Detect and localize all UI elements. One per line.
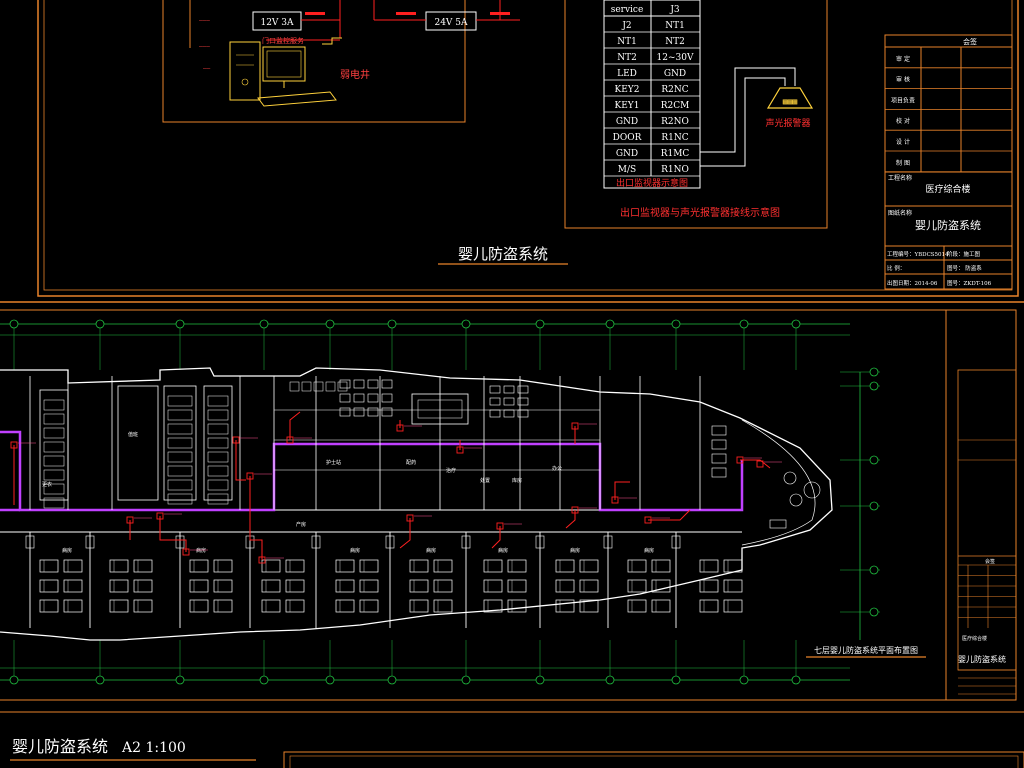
building-outline — [0, 367, 833, 641]
terminal-cell-right: R1NO — [661, 165, 689, 175]
room-label: 值班 — [128, 431, 138, 438]
power-box-12v — [252, 11, 302, 31]
terminal-cell-left: M/S — [618, 165, 636, 175]
room-label: 病房 — [62, 547, 72, 554]
room-label: 治疗 — [446, 467, 456, 474]
svg-text:———: ——— — [199, 17, 210, 24]
title-block-bottom: 会签 医疗综合楼 婴儿防盗系统 — [957, 369, 1017, 695]
room-labels: 护士站 配药 治疗 处置 库房 办公 值班 更衣 产房 病房 病房 病房 病房 … — [42, 431, 654, 554]
terminal-cell-left: GND — [616, 117, 638, 127]
room-label: 病房 — [570, 547, 580, 554]
terminal-cell-left: J2 — [621, 21, 631, 31]
room-label: 病房 — [350, 547, 360, 554]
title-block-role: 审 定 — [896, 55, 910, 63]
room-label: 护士站 — [326, 459, 341, 466]
pc-label: 门口监控服务 — [262, 36, 304, 45]
terminal-cell-right: 12~30V — [657, 53, 694, 63]
room-label: 病房 — [498, 547, 508, 554]
footer-scale: A2 1:100 — [121, 740, 186, 756]
tb-row2-right: 图号： 防盗系 — [947, 264, 982, 272]
power-well-label: 弱电井 — [340, 68, 370, 81]
security-cabling — [13, 411, 771, 560]
office-furniture — [289, 379, 727, 478]
terminal-cell-left: LED — [617, 69, 637, 79]
plan-caption: 七层婴儿防盗系统平面布置图 — [814, 645, 918, 655]
alarm-wiring: ▦▦▦ 声光报警器 出口监视器与声光报警器接线示意图 — [620, 67, 814, 219]
tb-row1-right: 阶段：施工图 — [947, 250, 981, 258]
title-block-role: 审 核 — [896, 76, 910, 84]
project-label: 工程名称 — [888, 174, 912, 182]
room-label: 病房 — [426, 547, 436, 554]
terminal-cell-left: NT2 — [617, 53, 637, 63]
terminal-cell-right: R2NO — [661, 117, 689, 127]
tb-row1-left: 工程编号：YBDCS5014 — [887, 250, 949, 258]
svg-text:——: —— — [203, 65, 211, 72]
terminal-cell-right: R1NC — [661, 133, 688, 143]
svg-text:▦▦▦: ▦▦▦ — [783, 97, 798, 106]
title-block-role: 制 图 — [896, 159, 910, 167]
wiring-caption: 出口监视器与声光报警器接线示意图 — [620, 206, 780, 219]
room-label: 办公 — [552, 465, 562, 472]
title-block-role: 项目负责 — [891, 96, 915, 104]
computer-icon — [229, 41, 337, 107]
tb-row3-right: 图号：ZKDT-106 — [947, 279, 992, 287]
tb-row3-left: 出图日期：2014-06 — [887, 279, 938, 287]
terminal-cell-right: R2NC — [661, 85, 688, 95]
tb-bottom-drawing: 婴儿防盗系统 — [958, 654, 1006, 664]
axis-grid — [0, 319, 880, 685]
terminal-cell-left: KEY2 — [615, 85, 640, 95]
top-system-title: 婴儿防盗系统 — [458, 245, 548, 263]
footer-sheet-title: 婴儿防盗系统 — [12, 737, 108, 756]
security-devices — [10, 422, 782, 564]
bed-furniture — [39, 559, 743, 613]
title-block-role: 校 对 — [896, 117, 910, 125]
room-label: 处置 — [480, 477, 490, 484]
power-box-24v-label: 24V 5A — [434, 18, 468, 28]
room-label: 产房 — [296, 521, 306, 528]
terminal-header-right: J3 — [669, 5, 680, 15]
title-block-top-header: 会签 — [963, 37, 977, 46]
power-schematic: 12V 3A 24V 5A 门口监控服务 — [162, 0, 520, 123]
project-name: 医疗综合楼 — [925, 183, 970, 195]
terminal-cell-left: GND — [616, 149, 638, 159]
floor-plan-sheet: 护士站 配药 治疗 处置 库房 办公 值班 更衣 产房 病房 病房 病房 病房 … — [0, 309, 1017, 701]
drawing-label: 图纸名称 — [888, 209, 912, 217]
room-label: 病房 — [644, 547, 654, 554]
terminal-cell-left: KEY1 — [615, 101, 640, 111]
drawing-name: 婴儿防盗系统 — [915, 218, 981, 232]
terminal-caption: 出口监视器示意图 — [616, 177, 688, 189]
room-label: 配药 — [406, 459, 416, 466]
terminal-cell-right: NT1 — [665, 21, 685, 31]
title-block-bottom-header: 会签 — [985, 558, 995, 565]
terminal-cell-left: DOOR — [613, 133, 642, 143]
room-label: 库房 — [512, 477, 522, 484]
tb-bottom-project: 医疗综合楼 — [962, 635, 987, 642]
terminal-cell-right: R2CM — [661, 101, 690, 111]
terminal-cell-right: R1MC — [661, 149, 690, 159]
terminal-header-left: service — [611, 5, 644, 15]
terminal-cell-right: NT2 — [665, 37, 685, 47]
room-label: 病房 — [196, 547, 206, 554]
top-sheet-border — [37, 0, 1019, 297]
room-label: 更衣 — [42, 481, 52, 488]
footer: 婴儿防盗系统 A2 1:100 — [0, 711, 1024, 768]
top-sheet: 12V 3A 24V 5A 门口监控服务 — [37, 0, 1019, 297]
title-block-role: 设 计 — [896, 138, 910, 146]
terminal-cell-right: GND — [664, 69, 686, 79]
svg-text:———: ——— — [199, 43, 210, 50]
sound-light-alarm-icon: ▦▦▦ — [766, 87, 814, 109]
power-box-12v-label: 12V 3A — [260, 18, 294, 28]
tb-row2-left: 比 例： — [887, 264, 905, 272]
power-box-24v — [425, 11, 477, 31]
terminal-cell-left: NT1 — [617, 37, 637, 47]
alarm-label: 声光报警器 — [765, 117, 810, 129]
